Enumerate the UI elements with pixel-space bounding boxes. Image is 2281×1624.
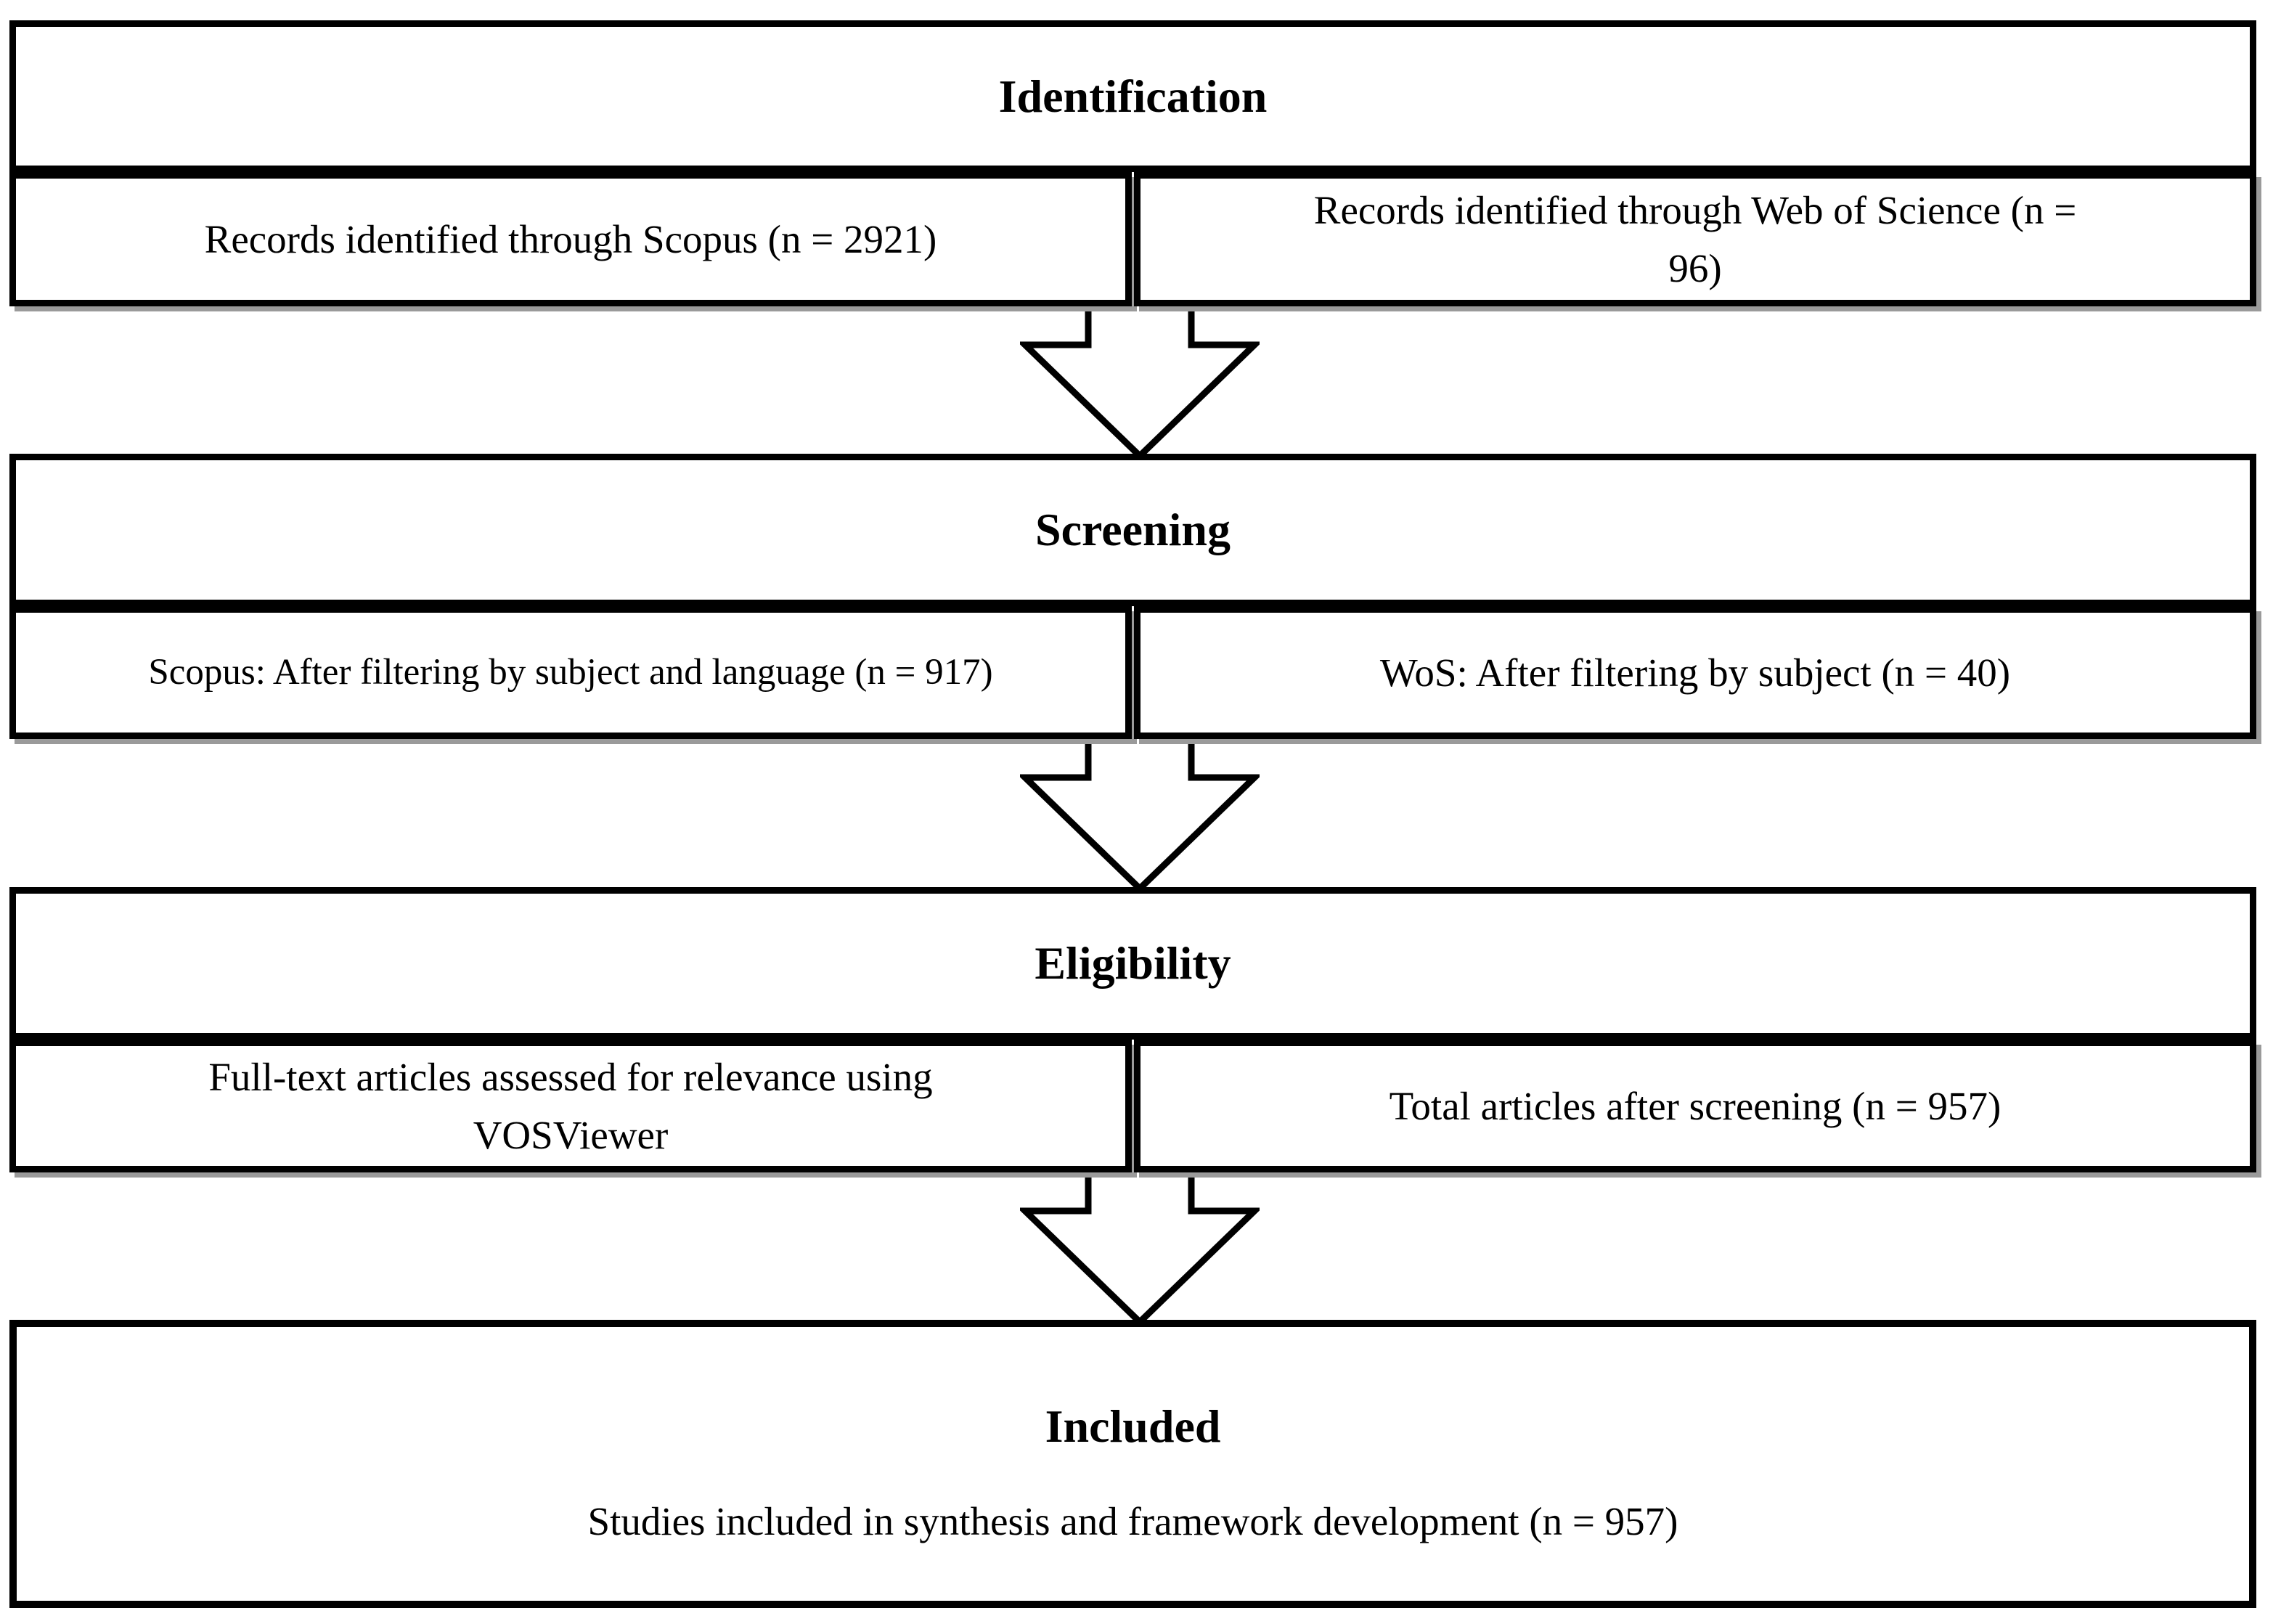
included-studies-text: Studies included in synthesis and framew…: [587, 1499, 1678, 1544]
box-records-scopus: Records identified through Scopus (n = 2…: [9, 172, 1132, 306]
section-title-identification: Identification: [998, 70, 1268, 122]
section-title-screening: Screening: [1035, 504, 1231, 555]
section-included-box: Included Studies included in synthesis a…: [9, 1320, 2256, 1608]
box-screening-scopus-text: Scopus: After filtering by subject and l…: [148, 651, 993, 693]
box-total-after-screening: Total articles after screening (n = 957): [1134, 1040, 2256, 1172]
down-arrow-icon: [1020, 299, 1260, 459]
section-title-included: Included: [1045, 1400, 1221, 1452]
eligibility-boxes-row: Full-text articles assessed for relevanc…: [9, 1040, 2256, 1172]
screening-boxes-row: Scopus: After filtering by subject and l…: [9, 606, 2256, 739]
down-arrow-icon: [1020, 1165, 1260, 1325]
box-screening-wos-text: WoS: After filtering by subject (n = 40): [1379, 650, 2011, 695]
section-header-eligibility: Eligibility: [9, 887, 2256, 1040]
box-screening-wos: WoS: After filtering by subject (n = 40): [1134, 606, 2256, 739]
section-title-eligibility: Eligibility: [1035, 937, 1231, 989]
box-records-web-of-science-text: Records identified through Web of Scienc…: [1313, 187, 2077, 290]
box-fulltext-vosviewer-text: Full-text articles assessed for relevanc…: [208, 1054, 933, 1157]
box-screening-scopus: Scopus: After filtering by subject and l…: [9, 606, 1132, 739]
box-records-web-of-science: Records identified through Web of Scienc…: [1134, 172, 2256, 306]
section-header-screening: Screening: [9, 454, 2256, 606]
identification-boxes-row: Records identified through Scopus (n = 2…: [9, 172, 2256, 306]
section-header-identification: Identification: [9, 20, 2256, 172]
box-fulltext-vosviewer: Full-text articles assessed for relevanc…: [9, 1040, 1132, 1172]
box-total-after-screening-text: Total articles after screening (n = 957): [1389, 1083, 2002, 1128]
box-records-scopus-text: Records identified through Scopus (n = 2…: [204, 216, 937, 261]
down-arrow-icon: [1020, 732, 1260, 891]
